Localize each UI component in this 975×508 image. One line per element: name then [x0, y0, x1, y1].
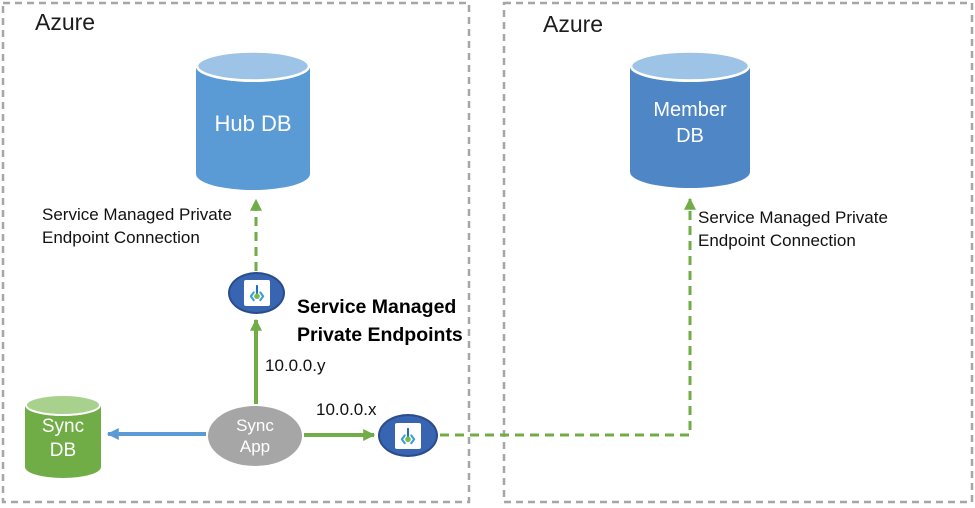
ip-label-y: 10.0.0.y	[265, 356, 326, 375]
member-db-label-line1: Member	[653, 99, 727, 121]
hub-db-node: Hub DB	[196, 50, 310, 190]
member-connection-label-line1: Service Managed Private	[698, 208, 888, 227]
ip-label-x: 10.0.0.x	[316, 400, 377, 419]
member-db-label-line2: DB	[676, 125, 704, 147]
private-endpoint-icon	[243, 280, 270, 306]
private-endpoints-title: Service Managed Private Endpoints	[297, 293, 463, 349]
private-endpoint-icon	[395, 422, 421, 449]
endpoint-to-memberdb-arrow	[440, 197, 696, 437]
database-cylinder-icon	[25, 394, 101, 478]
hub-connection-label: Service Managed Private Endpoint Connect…	[42, 204, 232, 249]
hub-connection-label-line1: Service Managed Private	[42, 205, 232, 224]
sync-app-label-line1: Sync	[236, 416, 274, 435]
database-cylinder-icon	[630, 50, 750, 188]
azure-region-label-left: Azure	[35, 9, 96, 35]
hub-connection-label-line2: Endpoint Connection	[42, 227, 200, 247]
azure-box-right-border	[502, 1, 974, 504]
member-connection-label-line2: Endpoint Connection	[698, 230, 856, 250]
member-db-node: Member DB	[630, 50, 750, 188]
private-endpoint-y-node	[228, 272, 285, 314]
private-endpoints-title-line1: Service Managed	[297, 296, 457, 318]
database-cylinder-icon	[196, 50, 310, 190]
sync-db-label-line1: Sync	[41, 416, 85, 437]
private-endpoints-title-line2: Private Endpoints	[297, 324, 463, 346]
sync-db-label-line2: DB	[49, 440, 77, 461]
sync-db-node: Sync DB	[25, 394, 101, 478]
private-endpoint-x-node	[378, 414, 438, 457]
azure-region-label-right: Azure	[543, 11, 604, 37]
hub-db-label: Hub DB	[214, 111, 292, 136]
azure-box-left-border	[1, 1, 471, 504]
member-connection-label: Service Managed Private Endpoint Connect…	[698, 207, 888, 252]
sync-app-node: Sync App	[208, 406, 302, 466]
sync-app-label-line2: App	[239, 437, 271, 456]
